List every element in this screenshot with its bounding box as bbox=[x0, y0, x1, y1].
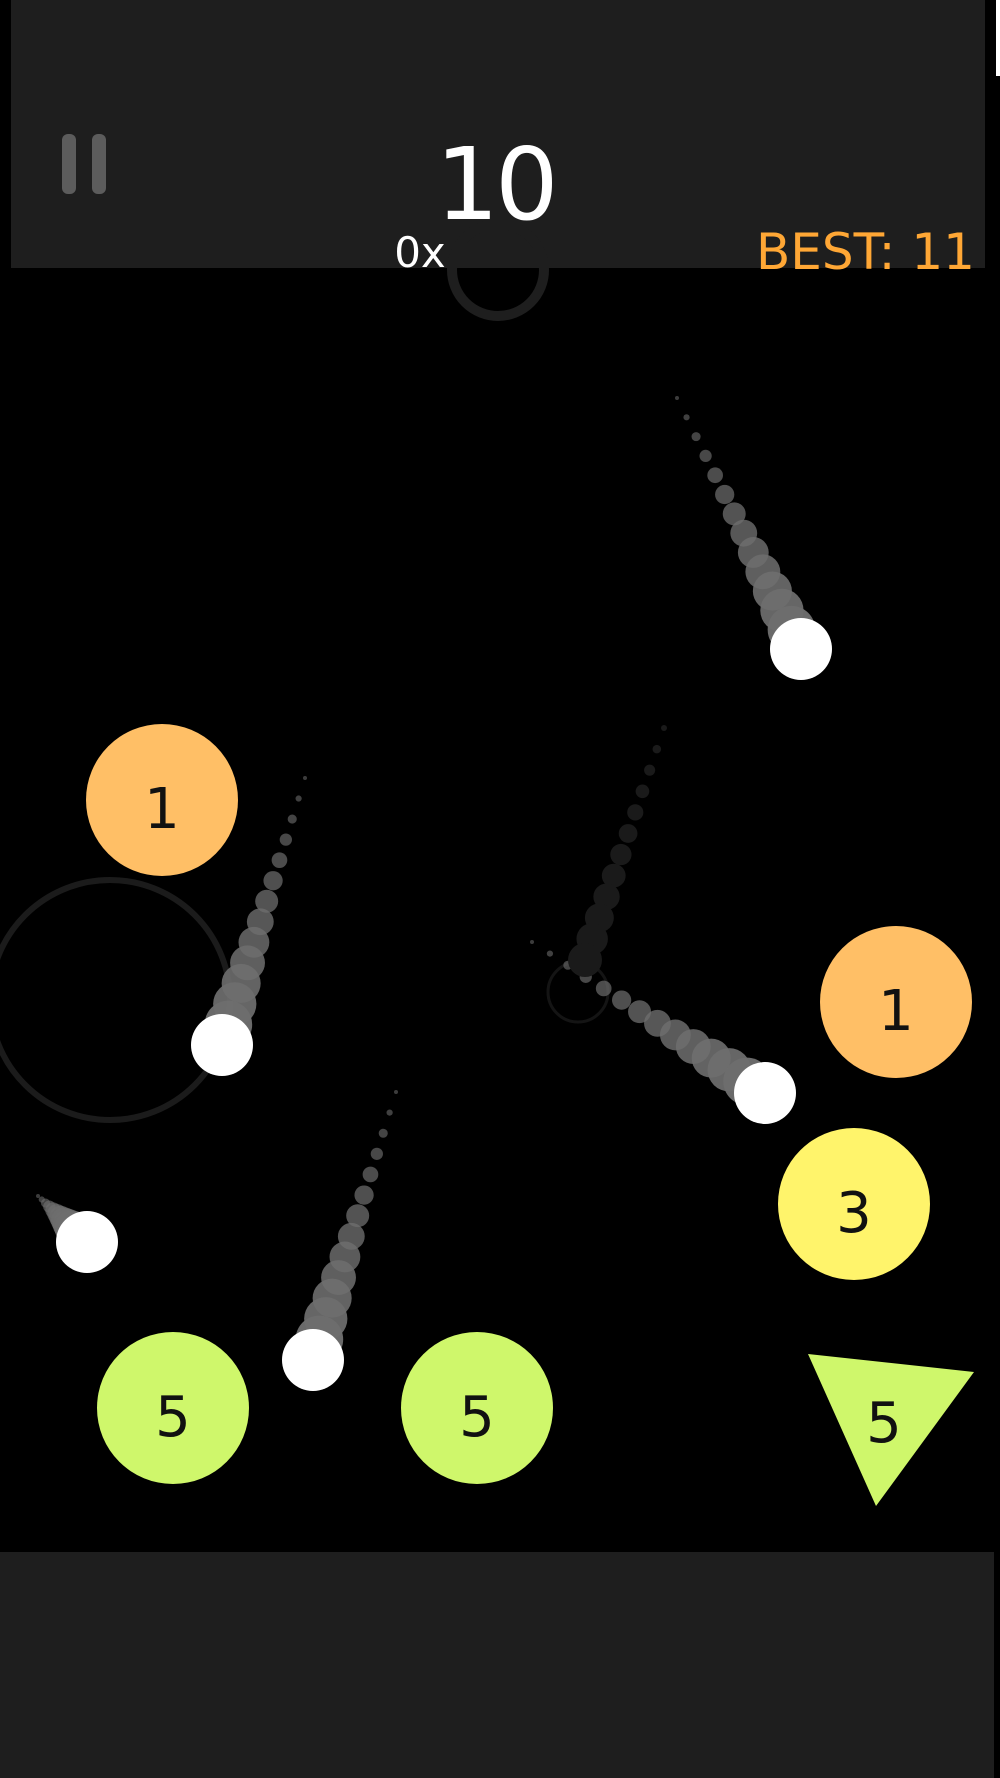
target-number: 5 bbox=[155, 1385, 191, 1450]
right-edge-strip bbox=[994, 0, 1000, 1778]
best-score: BEST: 11 bbox=[755, 223, 975, 281]
circle-target-0: 1 bbox=[86, 724, 238, 876]
bottom-bar bbox=[0, 1552, 994, 1778]
balls bbox=[56, 618, 832, 1391]
ball-trails bbox=[36, 396, 827, 1386]
ball bbox=[734, 1062, 796, 1124]
multiplier-display: 0x bbox=[394, 228, 446, 277]
pause-button[interactable] bbox=[56, 128, 112, 200]
ball bbox=[282, 1329, 344, 1391]
launcher-ring-icon[interactable] bbox=[447, 219, 549, 321]
circle-target-3: 5 bbox=[97, 1332, 249, 1484]
circle-target-1: 1 bbox=[820, 926, 972, 1078]
target-number: 5 bbox=[866, 1391, 902, 1456]
edge-marker bbox=[996, 0, 1000, 76]
target-number: 1 bbox=[878, 979, 914, 1044]
circle-target-2: 3 bbox=[778, 1128, 930, 1280]
targets: 1 1 3 5 5 5 bbox=[86, 724, 974, 1506]
ball bbox=[770, 618, 832, 680]
aim-ring bbox=[0, 877, 233, 1123]
triangle-target-5: 5 bbox=[808, 1354, 974, 1506]
ball bbox=[191, 1014, 253, 1076]
ball bbox=[56, 1211, 118, 1273]
circle-target-4: 5 bbox=[401, 1332, 553, 1484]
target-number: 3 bbox=[836, 1181, 872, 1246]
target-number: 1 bbox=[144, 777, 180, 842]
target-number: 5 bbox=[459, 1385, 495, 1450]
